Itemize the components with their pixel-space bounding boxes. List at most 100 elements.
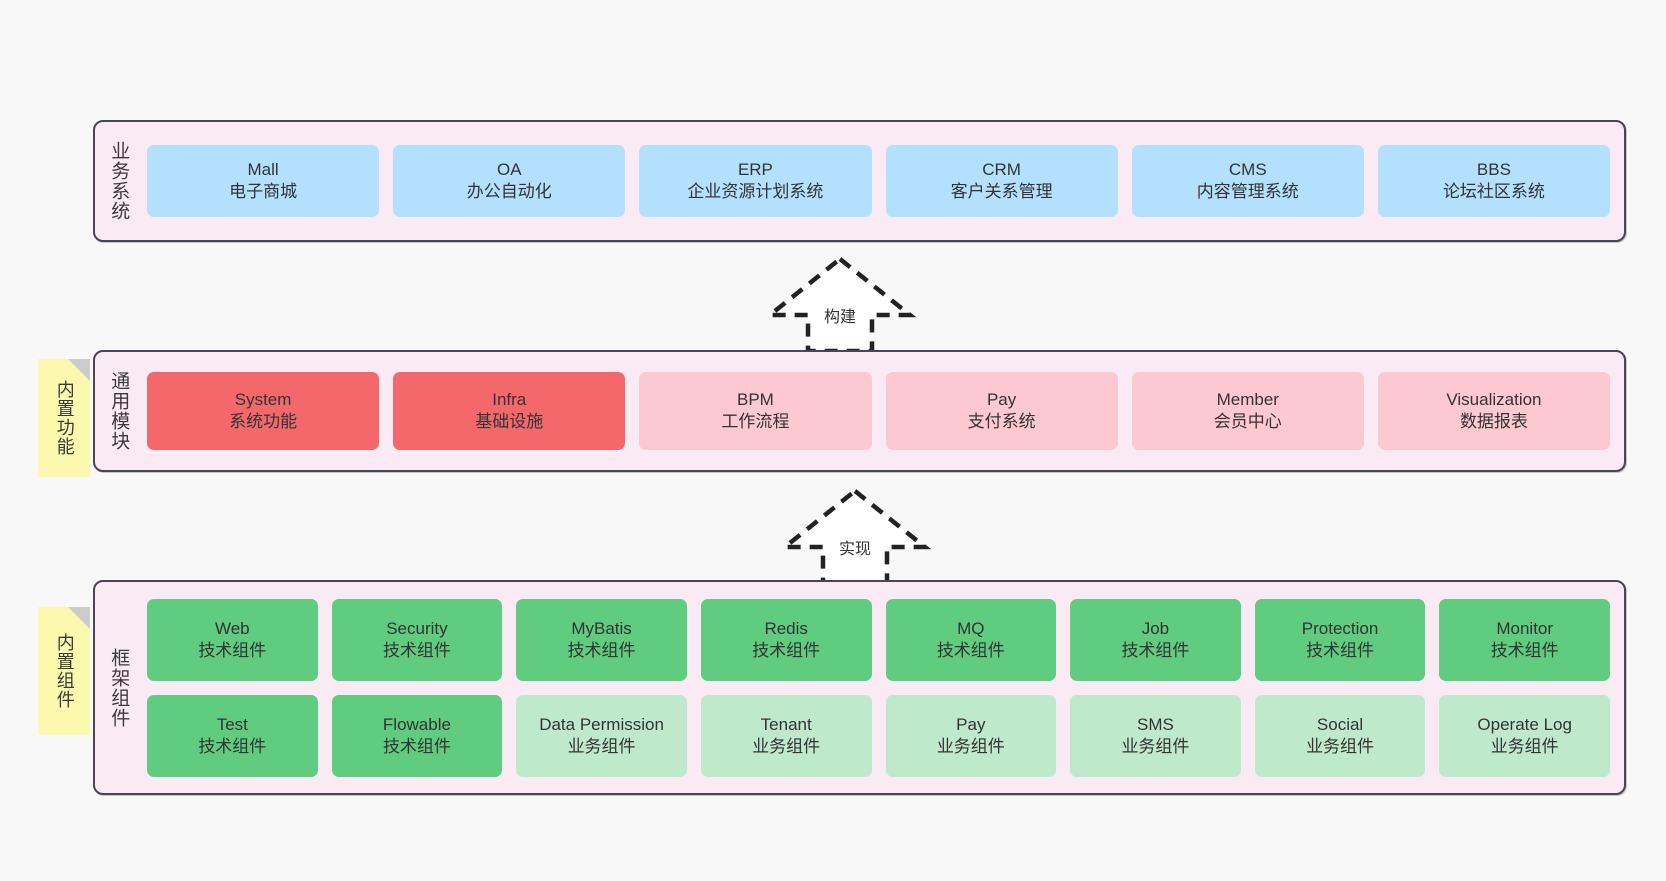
node-redis[interactable]: Redis 技术组件 — [700, 598, 872, 681]
node-tenant[interactable]: Tenant 业务组件 — [700, 694, 872, 777]
dashed-arrow-up-icon — [778, 488, 932, 585]
sticky-note-builtin-components: 内置组件 — [38, 607, 90, 735]
node-title: CRM — [982, 160, 1021, 180]
node-title: MyBatis — [571, 618, 632, 638]
node-web[interactable]: Web 技术组件 — [147, 598, 318, 681]
node-title: Job — [1141, 618, 1170, 638]
node-subtitle: 数据报表 — [1459, 412, 1528, 431]
layer-body-framework: Web 技术组件 Security 技术组件 MyBatis 技术组件 Redi… — [141, 582, 1624, 793]
node-row: System 系统功能 Infra 基础设施 BPM 工作流程 Pay 支付系统… — [147, 372, 1611, 450]
node-title: Pay — [956, 714, 986, 734]
layer-body-common: System 系统功能 Infra 基础设施 BPM 工作流程 Pay 支付系统… — [141, 352, 1624, 470]
node-title: Redis — [764, 618, 808, 638]
node-protection[interactable]: Protection 技术组件 — [1254, 598, 1426, 681]
node-subtitle: 企业资源计划系统 — [687, 182, 824, 201]
sticky-fold-corner-icon — [68, 359, 90, 381]
node-subtitle: 业务组件 — [1121, 736, 1190, 756]
node-mq[interactable]: MQ 技术组件 — [885, 598, 1057, 681]
node-visualization[interactable]: Visualization 数据报表 — [1377, 372, 1611, 450]
node-title: Infra — [492, 390, 527, 410]
node-row: Mall 电子商城 OA 办公自动化 ERP 企业资源计划系统 CRM 客户关系… — [147, 145, 1611, 217]
node-subtitle: 电子商城 — [229, 182, 298, 201]
node-title: Protection — [1301, 618, 1379, 638]
node-infra[interactable]: Infra 基础设施 — [393, 372, 626, 450]
layer-body-business: Mall 电子商城 OA 办公自动化 ERP 企业资源计划系统 CRM 客户关系… — [141, 122, 1624, 240]
node-job[interactable]: Job 技术组件 — [1070, 598, 1241, 681]
node-title: System — [234, 390, 292, 410]
node-system[interactable]: System 系统功能 — [147, 372, 380, 450]
node-cms[interactable]: CMS 内容管理系统 — [1131, 145, 1364, 217]
node-subtitle: 技术组件 — [1490, 640, 1559, 660]
node-data-permission[interactable]: Data Permission 业务组件 — [516, 694, 687, 777]
node-subtitle: 工作流程 — [721, 412, 790, 431]
node-subtitle: 论坛社区系统 — [1442, 182, 1545, 201]
node-subtitle: 客户关系管理 — [950, 182, 1053, 201]
node-pay-business[interactable]: Pay 业务组件 — [885, 694, 1057, 777]
node-subtitle: 技术组件 — [198, 736, 267, 756]
node-monitor[interactable]: Monitor 技术组件 — [1439, 598, 1610, 681]
node-title: Data Permission — [539, 714, 664, 734]
node-title: CMS — [1228, 160, 1267, 180]
node-title: Web — [214, 618, 250, 638]
node-flowable[interactable]: Flowable 技术组件 — [331, 694, 503, 777]
node-oa[interactable]: OA 办公自动化 — [393, 145, 626, 217]
node-test[interactable]: Test 技术组件 — [147, 694, 318, 777]
node-subtitle: 办公自动化 — [466, 182, 552, 201]
sticky-note-label: 内置组件 — [54, 633, 75, 709]
sticky-fold-corner-icon — [68, 607, 90, 629]
node-title: OA — [496, 160, 522, 180]
node-subtitle: 业务组件 — [936, 736, 1005, 756]
node-subtitle: 系统功能 — [229, 412, 298, 431]
node-title: MQ — [957, 618, 985, 638]
node-subtitle: 业务组件 — [1490, 736, 1559, 756]
node-title: Mall — [247, 160, 279, 180]
node-sms[interactable]: SMS 业务组件 — [1070, 694, 1241, 777]
node-subtitle: 支付系统 — [967, 412, 1036, 431]
sticky-note-builtin-features: 内置功能 — [38, 359, 90, 477]
dashed-arrow-up-icon — [763, 256, 917, 353]
node-title: BPM — [737, 390, 774, 410]
node-title: Member — [1216, 390, 1279, 410]
node-title: Operate Log — [1477, 714, 1572, 734]
node-subtitle: 内容管理系统 — [1196, 182, 1299, 201]
node-subtitle: 技术组件 — [567, 640, 636, 660]
node-member[interactable]: Member 会员中心 — [1131, 372, 1364, 450]
node-crm[interactable]: CRM 客户关系管理 — [885, 145, 1118, 217]
node-subtitle: 技术组件 — [1306, 640, 1375, 660]
node-title: ERP — [737, 160, 773, 180]
node-title: SMS — [1137, 714, 1174, 734]
sticky-note-label: 内置功能 — [54, 380, 75, 456]
node-bpm[interactable]: BPM 工作流程 — [639, 372, 872, 450]
layer-title-common: 通用模块 — [108, 371, 130, 451]
node-mall[interactable]: Mall 电子商城 — [147, 145, 380, 217]
node-row: Test 技术组件 Flowable 技术组件 Data Permission … — [147, 694, 1610, 777]
node-subtitle: 技术组件 — [198, 640, 267, 660]
connector-build: 构建 — [760, 253, 920, 353]
node-title: Monitor — [1496, 618, 1554, 638]
node-title: Social — [1316, 714, 1364, 734]
layer-common-modules[interactable]: 通用模块 System 系统功能 Infra 基础设施 BPM 工作流程 Pay… — [93, 350, 1626, 472]
node-operate-log[interactable]: Operate Log 业务组件 — [1439, 694, 1610, 777]
node-subtitle: 技术组件 — [382, 640, 451, 660]
node-subtitle: 技术组件 — [752, 640, 821, 660]
node-subtitle: 技术组件 — [1121, 640, 1190, 660]
layer-business-system[interactable]: 业务系统 Mall 电子商城 OA 办公自动化 ERP 企业资源计划系统 CRM… — [93, 120, 1626, 242]
node-title: BBS — [1476, 160, 1511, 180]
node-mybatis[interactable]: MyBatis 技术组件 — [516, 598, 687, 681]
node-subtitle: 技术组件 — [936, 640, 1005, 660]
layer-title-framework: 框架组件 — [108, 647, 130, 728]
layer-framework-components[interactable]: 框架组件 Web 技术组件 Security 技术组件 MyBatis 技术组件… — [93, 580, 1626, 795]
node-social[interactable]: Social 业务组件 — [1254, 694, 1426, 777]
node-security[interactable]: Security 技术组件 — [331, 598, 503, 681]
node-bbs[interactable]: BBS 论坛社区系统 — [1377, 145, 1611, 217]
node-subtitle: 业务组件 — [567, 736, 636, 756]
connector-realize: 实现 — [775, 485, 935, 585]
layer-title-business: 业务系统 — [108, 141, 130, 221]
node-subtitle: 业务组件 — [1306, 736, 1375, 756]
node-subtitle: 会员中心 — [1213, 412, 1282, 431]
node-title: Security — [386, 618, 448, 638]
node-row: Web 技术组件 Security 技术组件 MyBatis 技术组件 Redi… — [147, 598, 1610, 681]
node-pay[interactable]: Pay 支付系统 — [885, 372, 1118, 450]
node-erp[interactable]: ERP 企业资源计划系统 — [639, 145, 872, 217]
